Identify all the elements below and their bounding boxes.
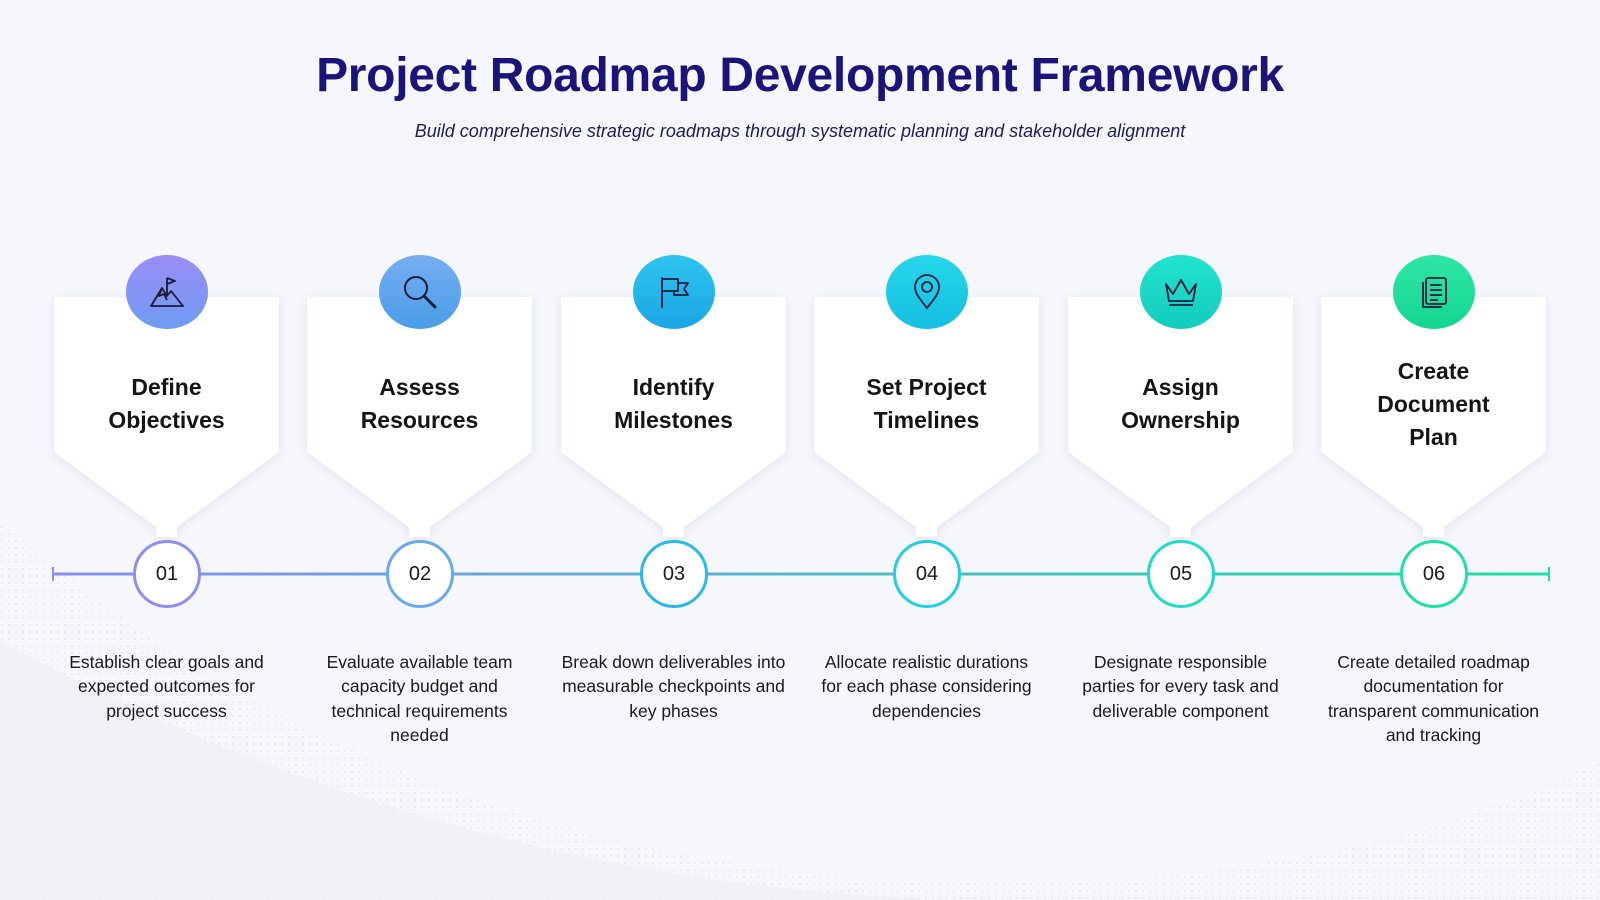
- step-number-badge: 04: [893, 540, 961, 608]
- step-number-badge: 01: [133, 540, 201, 608]
- step-description: Establish clear goals and expected outco…: [69, 652, 264, 721]
- step-description: Break down deliverables into measurable …: [561, 652, 786, 721]
- location-pin-icon-badge: [886, 255, 968, 329]
- crown-icon-badge: [1140, 255, 1222, 329]
- document-icon-badge: [1393, 255, 1475, 329]
- step-number-badge: 06: [1400, 540, 1468, 608]
- flag-icon-badge: [633, 255, 715, 329]
- step-title: Set Project Timelines: [866, 374, 987, 433]
- mountain-flag-icon-badge: [126, 255, 208, 329]
- step-title: Identify Milestones: [614, 374, 733, 433]
- step-card: [561, 297, 786, 537]
- timeline-line: [52, 572, 1550, 576]
- step-card: [307, 297, 532, 537]
- timeline-start-cap: [52, 567, 54, 581]
- step-card: [814, 297, 1039, 537]
- step-card: [1068, 297, 1293, 537]
- magnifier-icon-badge: [379, 255, 461, 329]
- step-description: Allocate realistic durations for each ph…: [821, 652, 1032, 721]
- location-pin-icon: [907, 272, 947, 312]
- step-title: Define Objectives: [108, 374, 225, 433]
- step-description: Designate responsible parties for every …: [1082, 652, 1279, 721]
- step-number-badge: 02: [386, 540, 454, 608]
- step-number-badge: 03: [640, 540, 708, 608]
- timeline-end-cap: [1548, 567, 1550, 581]
- step-card: [1321, 297, 1546, 537]
- step-description: Evaluate available team capacity budget …: [326, 652, 513, 746]
- step-title: Create Document Plan: [1377, 357, 1490, 450]
- step-title: Assign Ownership: [1121, 374, 1240, 433]
- step-title: Assess Resources: [360, 374, 479, 433]
- step-card: [54, 297, 279, 537]
- flag-icon: [654, 272, 694, 312]
- crown-icon: [1161, 272, 1201, 312]
- step-number-badge: 05: [1147, 540, 1215, 608]
- document-icon: [1414, 272, 1454, 312]
- page-subtitle: Build comprehensive strategic roadmaps t…: [414, 121, 1186, 141]
- mountain-flag-icon: [147, 272, 187, 312]
- magnifier-icon: [400, 272, 440, 312]
- step-description: Create detailed roadmap documentation fo…: [1327, 652, 1540, 746]
- page-title: Project Roadmap Development Framework: [316, 49, 1284, 102]
